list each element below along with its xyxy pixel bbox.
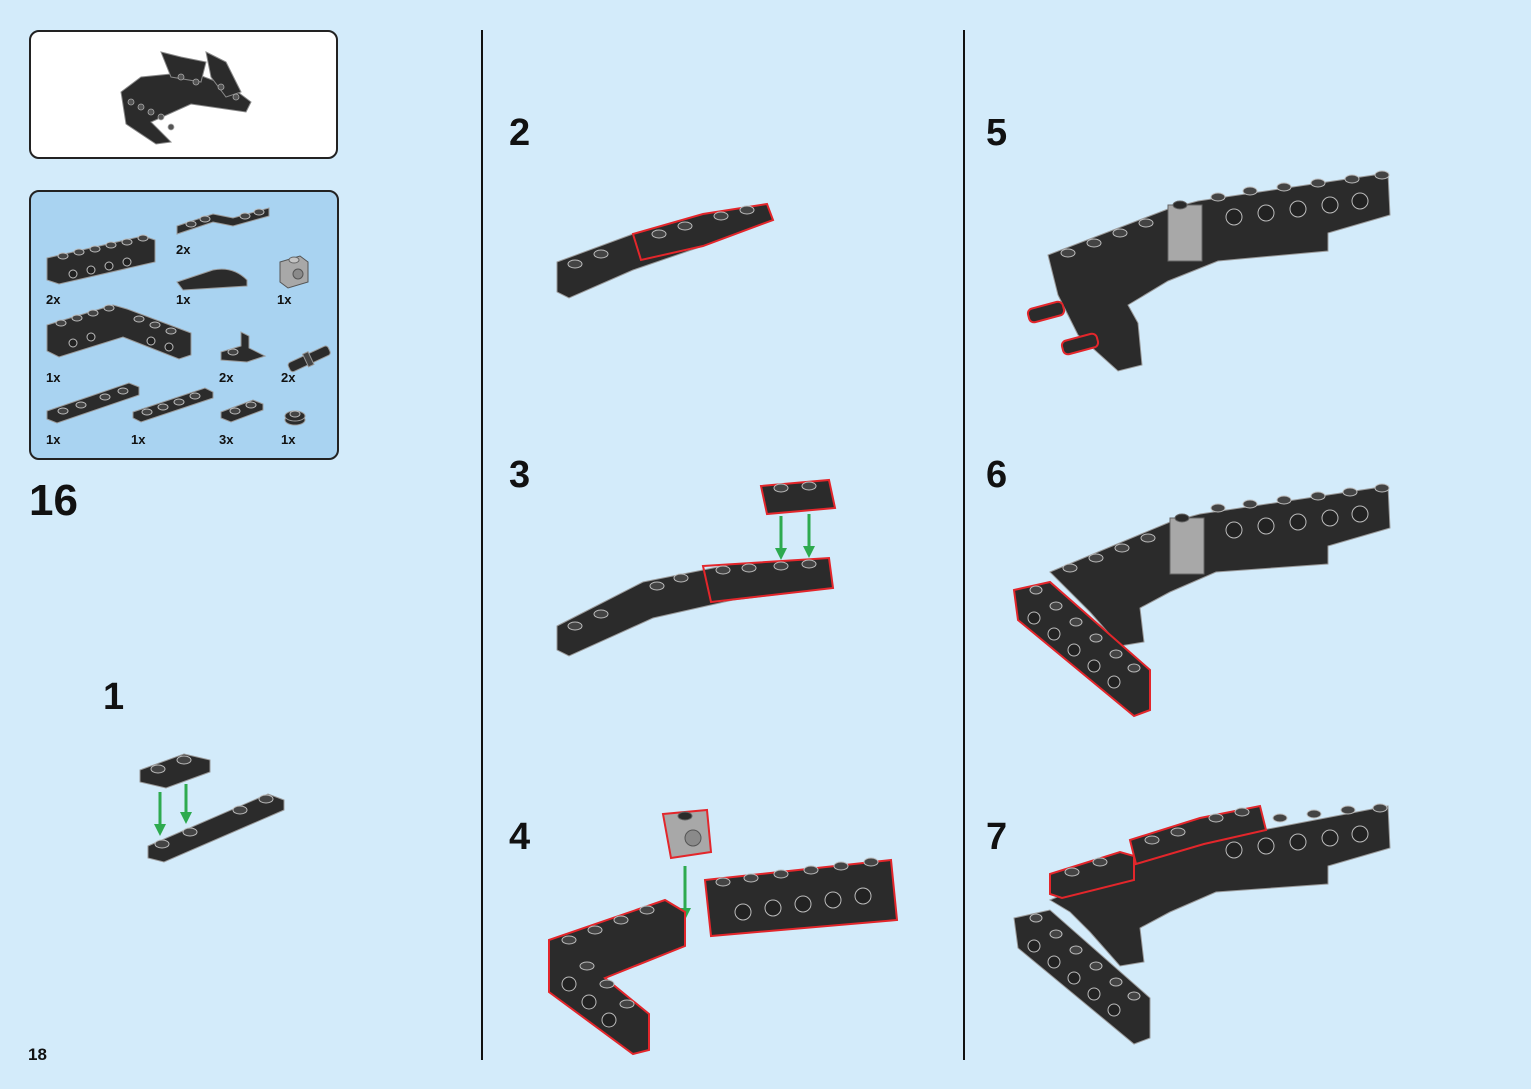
round-plate-icon xyxy=(284,410,306,426)
part-qty-5: 1x xyxy=(46,370,61,385)
part-qty-6: 2x xyxy=(219,370,234,385)
plate-1x4-icon xyxy=(132,387,214,423)
technic-brick-bent-icon xyxy=(46,304,192,360)
step-4-illustration xyxy=(548,808,899,1056)
technic-brick-1x1-icon xyxy=(279,255,309,289)
column-divider-right xyxy=(963,30,965,1060)
step-1-illustration xyxy=(139,753,285,863)
substep-7-number: 7 xyxy=(986,816,1008,858)
parts-list-panel: 2x 2x 1x 1x 1x 2x 2x 1x xyxy=(29,190,339,460)
step-2-illustration xyxy=(556,202,775,299)
step-3-illustration xyxy=(556,478,837,657)
part-qty-10: 3x xyxy=(219,432,234,447)
plate-1x2-icon xyxy=(220,399,264,423)
column-divider-left xyxy=(481,30,483,1060)
part-qty-8: 1x xyxy=(46,432,61,447)
curved-slope-icon xyxy=(176,268,248,291)
part-qty-1: 2x xyxy=(46,292,61,307)
part-qty-11: 1x xyxy=(281,432,296,447)
technic-pin-icon xyxy=(287,345,331,373)
substep-1-number: 1 xyxy=(103,676,125,718)
part-qty-4: 1x xyxy=(277,292,292,307)
part-qty-7: 2x xyxy=(281,370,296,385)
page-number: 18 xyxy=(28,1045,47,1064)
step-5-illustration xyxy=(1026,170,1391,372)
substep-4-number: 4 xyxy=(509,816,531,858)
step-7-illustration xyxy=(1013,803,1391,1045)
substep-6-number: 6 xyxy=(986,454,1008,496)
main-step-number: 16 xyxy=(29,476,78,525)
part-qty-9: 1x xyxy=(131,432,146,447)
plate-1x2-pair-icon xyxy=(176,207,270,235)
part-qty-2: 2x xyxy=(176,242,191,257)
bracket-icon xyxy=(220,331,267,363)
substep-3-number: 3 xyxy=(509,454,531,496)
plate-1x4-clip-icon xyxy=(46,382,140,424)
substep-5-number: 5 xyxy=(986,112,1008,154)
part-qty-3: 1x xyxy=(176,292,191,307)
step-6-illustration xyxy=(1012,483,1391,718)
preview-box xyxy=(29,30,338,159)
preview-assembly-icon xyxy=(120,51,252,145)
technic-brick-1x6-icon xyxy=(46,234,156,285)
substep-2-number: 2 xyxy=(509,112,531,154)
